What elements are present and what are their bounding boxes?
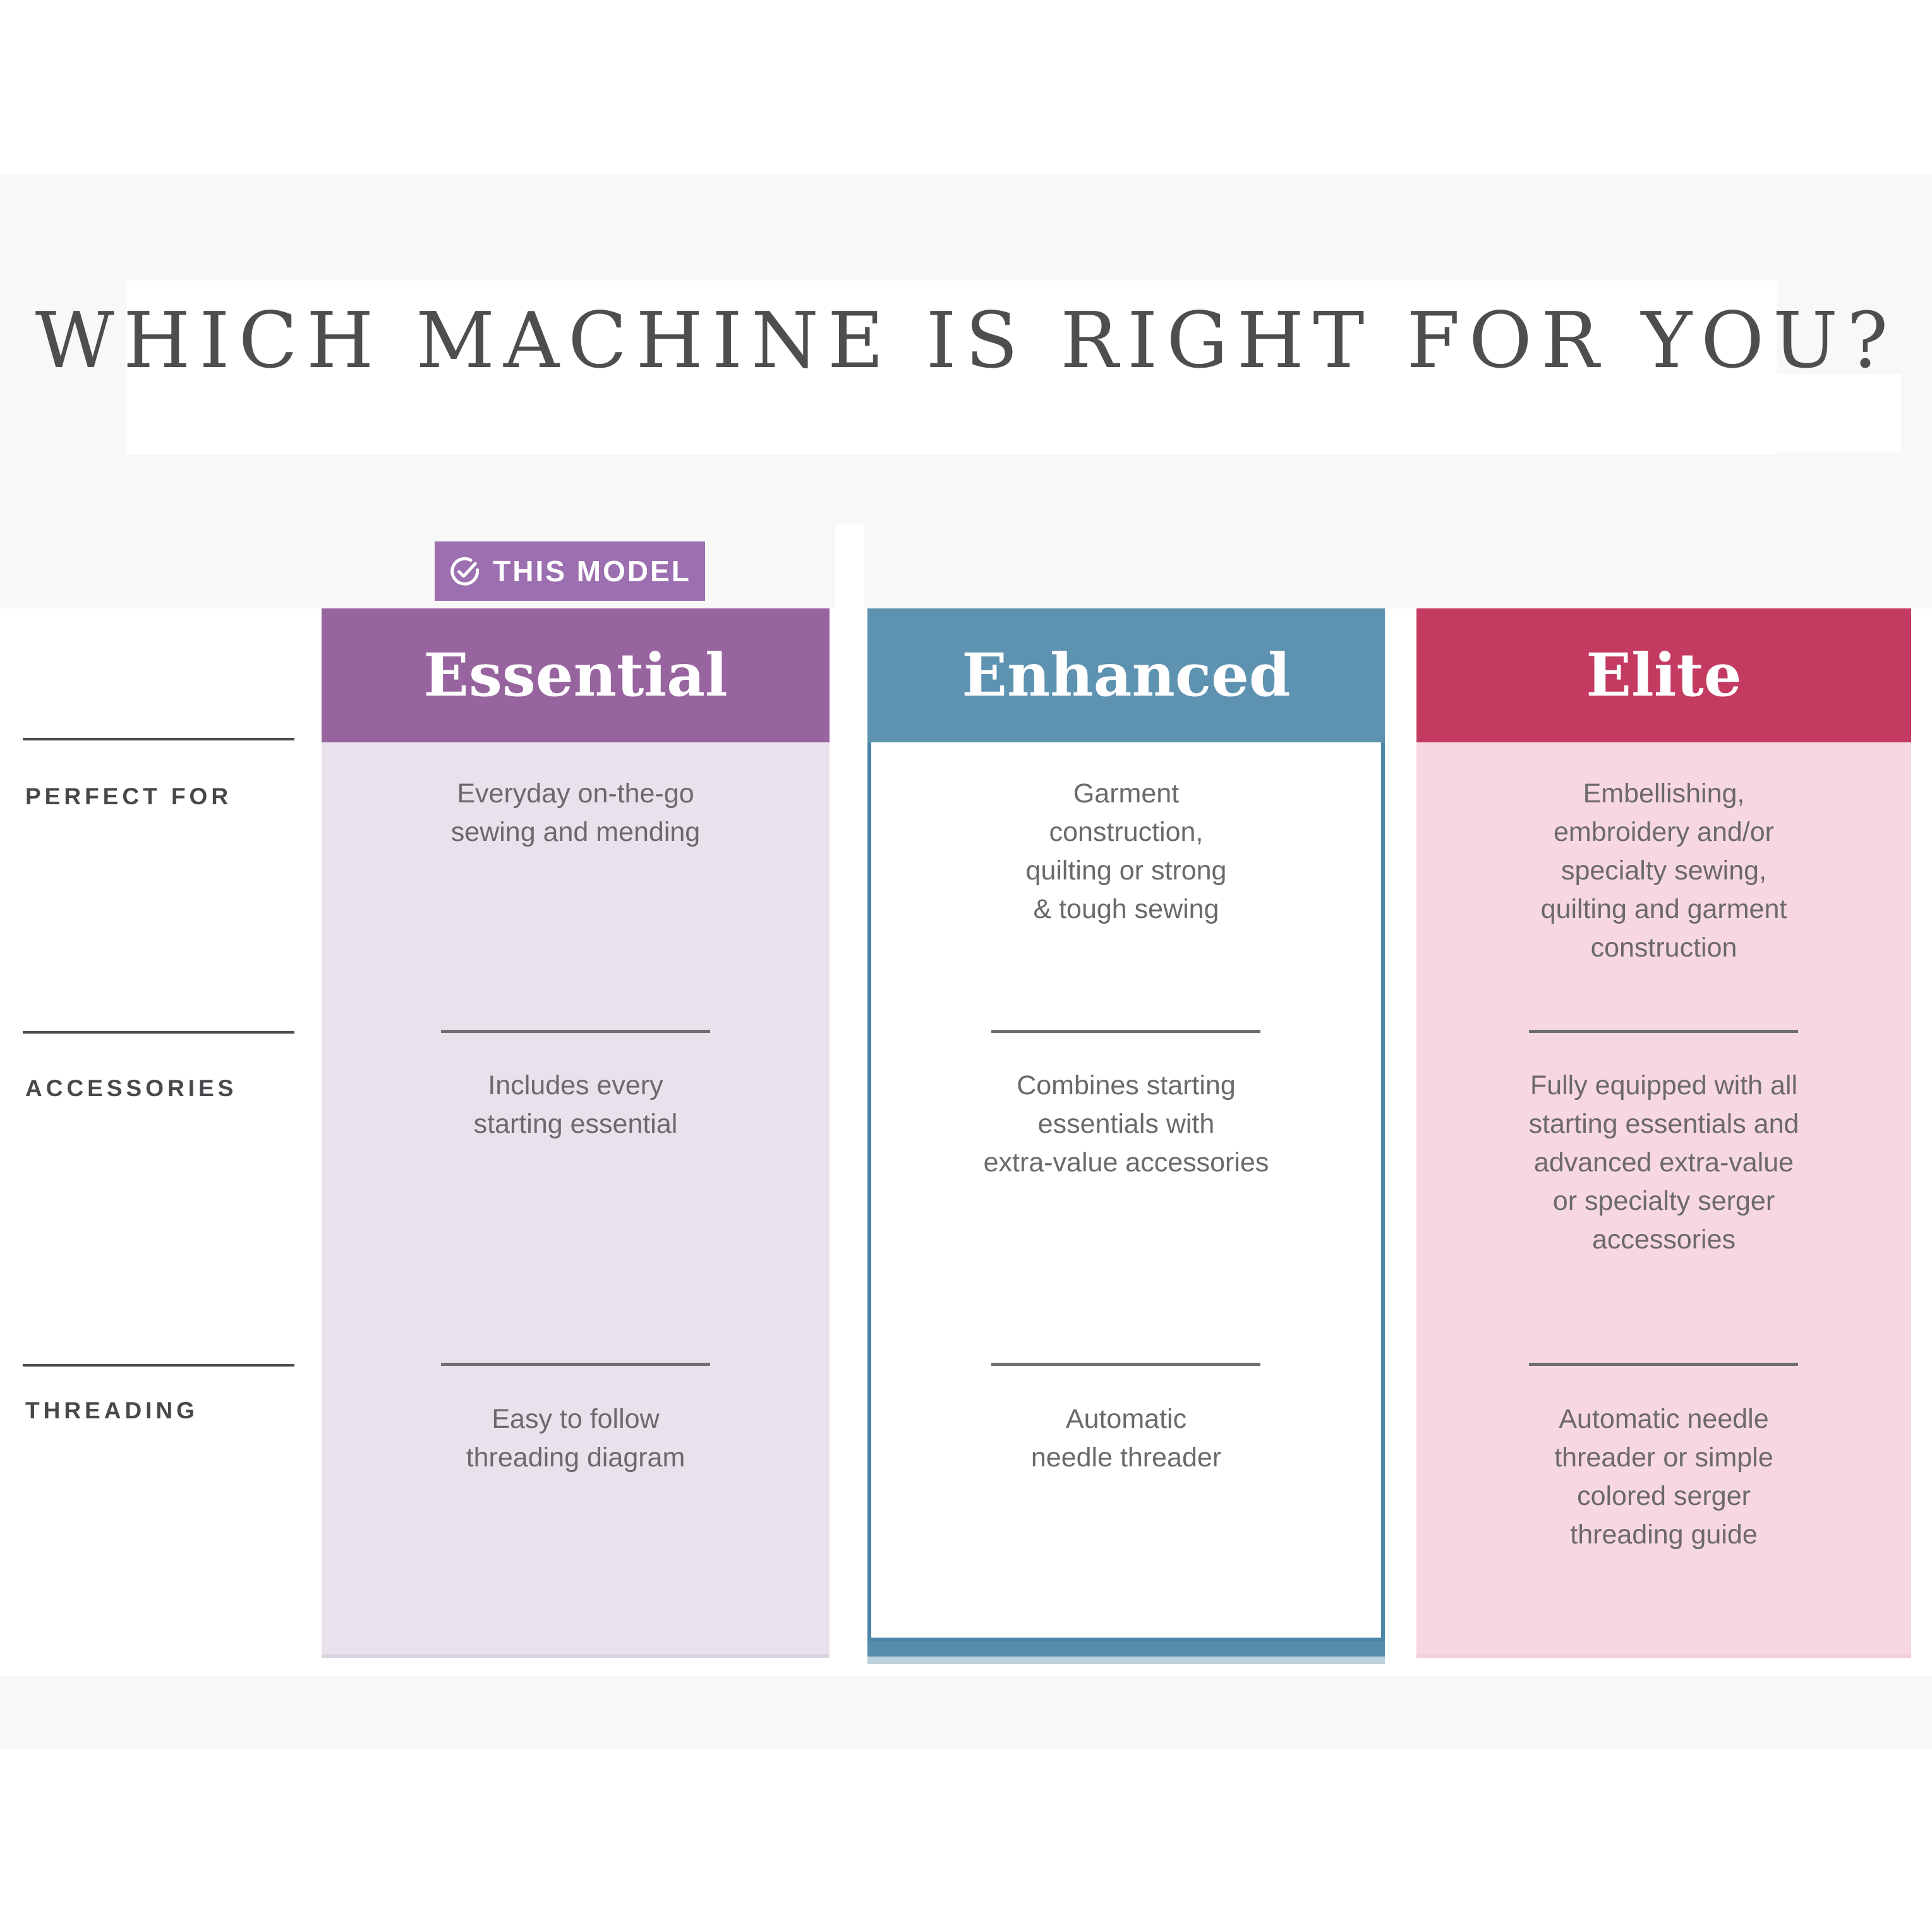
column-body-enhanced <box>867 742 1385 1641</box>
column-header-essential: Essential <box>322 608 830 742</box>
row-rule-accessories <box>23 1031 294 1034</box>
cell-essential-accessories: Includes every starting essential <box>473 1070 678 1139</box>
cell-essential-perfect-for: Everyday on-the-go sewing and mending <box>450 778 701 847</box>
title-background-strip <box>193 374 1901 452</box>
row-rule-threading <box>23 1364 294 1367</box>
row-label-perfect-for: PERFECT FOR <box>25 783 232 809</box>
cell-essential-threading: Easy to follow threading diagram <box>466 1404 685 1473</box>
column-body-elite <box>1416 742 1911 1658</box>
enhanced-footer-bar-dark <box>867 1641 1385 1657</box>
this-model-badge: THIS MODEL <box>435 541 705 601</box>
row-label-accessories: ACCESSORIES <box>25 1075 238 1101</box>
bottom-background-band <box>0 1676 1932 1749</box>
check-circle-icon <box>449 555 481 588</box>
page-title: WHICH MACHINE IS RIGHT FOR YOU? <box>35 296 1897 385</box>
column-header-enhanced: Enhanced <box>867 608 1385 742</box>
divider-elite-threading <box>1529 1363 1798 1366</box>
divider-enhanced-threading <box>991 1363 1260 1366</box>
divider-enhanced-accessories <box>991 1030 1260 1033</box>
cell-enhanced-perfect-for: Garment construction, quilting or strong… <box>1025 778 1227 924</box>
cell-elite-accessories: Fully equipped with all starting essenti… <box>1528 1070 1799 1255</box>
cell-elite-perfect-for: Embellishing, embroidery and/or specialt… <box>1540 778 1787 963</box>
cell-enhanced-accessories: Combines starting essentials with extra-… <box>983 1070 1269 1178</box>
column-body-essential <box>322 742 830 1658</box>
enhanced-footer-bar-light <box>867 1657 1385 1664</box>
divider-elite-accessories <box>1529 1030 1798 1033</box>
column-gap-highlight <box>835 524 864 609</box>
row-rule-perfect-for <box>23 738 294 740</box>
cell-enhanced-threading: Automatic needle threader <box>1030 1404 1222 1473</box>
this-model-badge-label: THIS MODEL <box>493 555 691 588</box>
divider-essential-threading <box>441 1363 710 1366</box>
column-header-elite: Elite <box>1416 608 1911 742</box>
divider-essential-accessories <box>441 1030 710 1033</box>
cell-elite-threading: Automatic needle threader or simple colo… <box>1554 1404 1773 1550</box>
row-label-threading: THREADING <box>25 1398 198 1423</box>
